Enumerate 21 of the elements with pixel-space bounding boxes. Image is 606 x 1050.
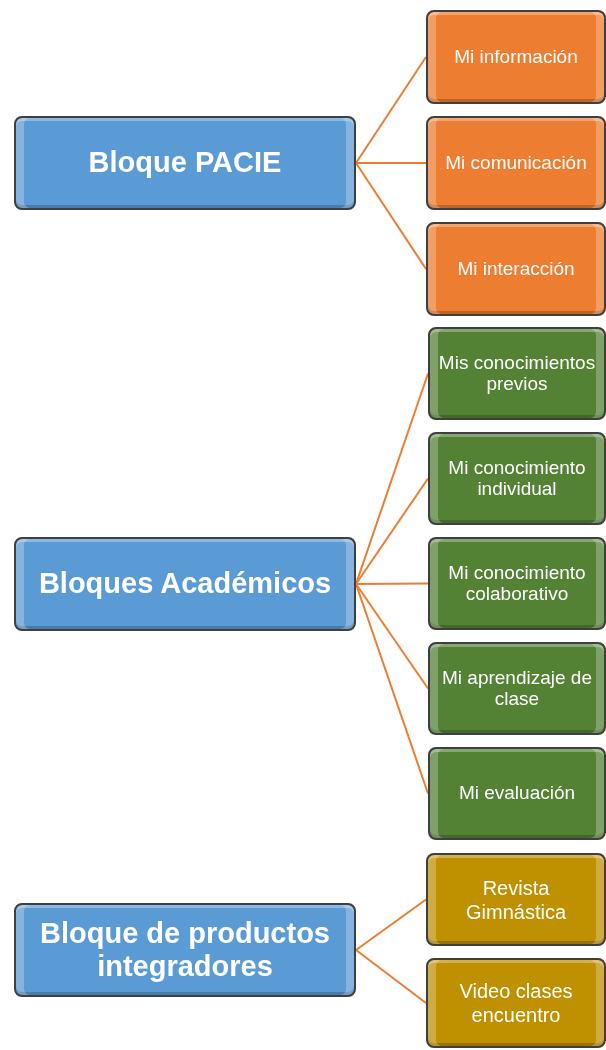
connector-line [355, 583, 429, 690]
block-box: Mi interacción [426, 222, 606, 316]
block-box: Mi evaluación [428, 747, 606, 840]
block-box: Revista Gimnástica [426, 853, 606, 946]
block-box: Mi aprendizaje de clase [428, 642, 606, 735]
connector-line [355, 582, 429, 585]
block-box: Bloque PACIE [14, 116, 356, 210]
connector-line [355, 162, 427, 270]
connector-line [355, 162, 427, 164]
block-box: Mi información [426, 10, 606, 104]
block-box: Bloque de productos integradores [14, 903, 356, 997]
connector-line [355, 949, 427, 1004]
connector-line [355, 56, 427, 164]
block-box: Mis conocimientos previos [428, 327, 606, 420]
connector-line [355, 898, 427, 951]
block-box: Bloques Académicos [14, 537, 356, 631]
block-box: Mi conocimiento colaborativo [428, 537, 606, 630]
block-box: Mi conocimiento individual [428, 432, 606, 525]
block-box: Video clases encuentro [426, 958, 606, 1048]
connector-line [355, 477, 429, 585]
block-box: Mi comunicación [426, 116, 606, 210]
